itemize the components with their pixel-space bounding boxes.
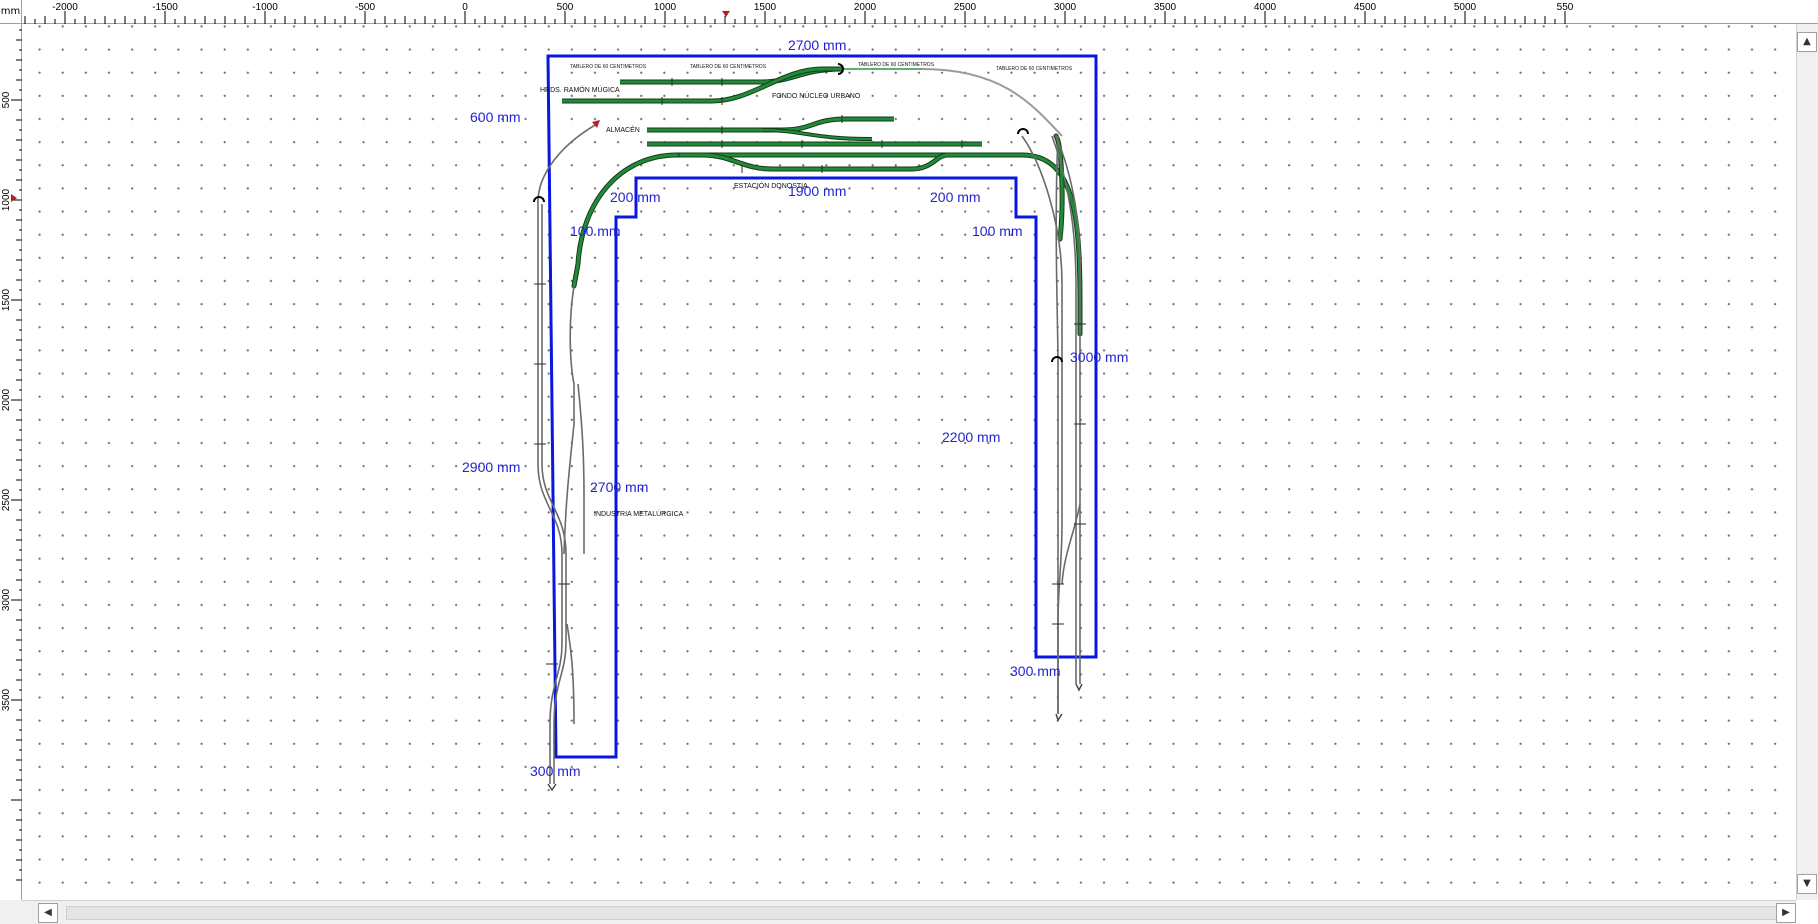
ruler-left-label: 2000	[1, 388, 12, 411]
dim-left-top: 600 mm	[470, 109, 521, 125]
triangle-down-icon: ▼	[1803, 878, 1811, 889]
ruler-top-label: 4000	[1254, 2, 1277, 13]
right-branch-tracks[interactable]	[1021, 135, 1082, 714]
dim-inner-left-height: 2700 mm	[590, 479, 648, 495]
ruler-top-label: 3500	[1154, 2, 1177, 13]
station-yard-tracks[interactable]	[647, 116, 982, 172]
scroll-right-button[interactable]: ▶	[1776, 903, 1796, 923]
track-layout-drawing[interactable]: 2700 mm 600 mm 1900 mm 200 mm 200 mm 100…	[22, 24, 1796, 900]
track-ends	[533, 63, 1083, 792]
ruler-left-label: 2500	[1, 488, 12, 511]
dim-inner-left-offset: 100 mm	[570, 223, 621, 239]
dim-inner-width: 1900 mm	[788, 183, 846, 199]
ruler-left-label: 1500	[1, 288, 12, 311]
horizontal-ruler[interactable]: -2000 -1500 -1000 -500 0 500 1000 1500 2000 2500 3…	[22, 0, 1818, 24]
horizontal-scrollbar[interactable]: ◀ ▶	[22, 900, 1796, 924]
vertical-scrollbar[interactable]: ▲ ▼	[1796, 24, 1818, 900]
ruler-top-label: 3000	[1054, 2, 1077, 13]
cursor-marker-icon	[11, 194, 17, 202]
ruler-top-label: -2000	[52, 2, 78, 13]
cursor-marker-icon	[722, 11, 730, 17]
dim-left-height: 2900 mm	[462, 459, 520, 475]
label-fondo: FONDO NÚCLEO URBANO	[772, 91, 861, 100]
scroll-up-button[interactable]: ▲	[1797, 32, 1817, 52]
triangle-up-icon: ▲	[1803, 36, 1811, 47]
ruler-top-label: -500	[355, 2, 375, 13]
dim-right-height: 3000 mm	[1070, 349, 1128, 365]
dimension-labels: 2700 mm 600 mm 1900 mm 200 mm 200 mm 100…	[462, 37, 1128, 779]
scrollbar-corner	[0, 900, 22, 924]
ruler-top-label: 550	[1557, 2, 1574, 13]
label-board-4: TABLERO DE 60 CENTIMETROS	[996, 66, 1073, 72]
baseboard-outline	[546, 54, 1098, 759]
label-hermanos: HRDS. RAMÓN MÚGICA	[540, 85, 620, 94]
ruler-top-label: 5000	[1454, 2, 1477, 13]
dim-inner-left-step: 200 mm	[610, 189, 661, 205]
dim-inner-right-offset: 100 mm	[972, 223, 1023, 239]
horizontal-ruler-scale: -2000 -1500 -1000 -500 0 500 1000 1500 2000 2500 3…	[24, 2, 1574, 24]
ruler-top-label: -1000	[252, 2, 278, 13]
scroll-down-button[interactable]: ▼	[1797, 874, 1817, 894]
ruler-left-label: 3500	[1, 688, 12, 711]
layout-canvas[interactable]: 2700 mm 600 mm 1900 mm 200 mm 200 mm 100…	[22, 24, 1796, 900]
left-branch-tracks[interactable]	[537, 123, 598, 784]
dim-top-width: 2700 mm	[788, 37, 846, 53]
label-board-1: TABLERO DE 60 CENTIMETROS	[570, 64, 647, 70]
ruler-top-label: 500	[557, 2, 574, 13]
dim-inner-right-step: 200 mm	[930, 189, 981, 205]
horizontal-scroll-thumb[interactable]	[66, 906, 1796, 920]
ruler-top-label: 2000	[854, 2, 877, 13]
triangle-left-icon: ◀	[44, 907, 52, 918]
vertical-ruler[interactable]: 500 1000 1500 2000 2500 3000 3500	[0, 24, 22, 900]
vertical-ruler-scale: 500 1000 1500 2000 2500 3000 3500	[1, 29, 22, 881]
upper-sidings[interactable]	[562, 66, 1063, 137]
ruler-unit-corner: mm	[0, 0, 22, 24]
dim-inner-right-height: 2200 mm	[942, 429, 1000, 445]
label-estacion: ESTACIÓN DONOSTIA	[734, 181, 808, 190]
label-board-3: TABLERO DE 60 CENTIMETROS	[858, 62, 935, 68]
track-sleepers	[534, 78, 1086, 665]
ruler-top-label: 2500	[954, 2, 977, 13]
label-almacen: ALMACÉN	[606, 125, 640, 134]
label-board-2: TABLERO DE 60 CENTIMETROS	[690, 64, 767, 70]
ruler-left-label: 500	[1, 91, 12, 108]
ruler-top-label: 1000	[654, 2, 677, 13]
ruler-top-label: 0	[462, 2, 468, 13]
scene-labels: TABLERO DE 60 CENTIMETROS TABLERO DE 60 …	[540, 62, 1073, 518]
dim-right-bottom-width: 300 mm	[1010, 663, 1061, 679]
dim-left-bottom-width: 300 mm	[530, 763, 581, 779]
ruler-left-label: 1000	[1, 188, 12, 211]
ruler-left-label: 3000	[1, 588, 12, 611]
ruler-top-label: 1500	[754, 2, 777, 13]
scroll-left-button[interactable]: ◀	[38, 903, 58, 923]
triangle-right-icon: ▶	[1782, 907, 1790, 918]
label-industria: INDUSTRIA METALÚRGICA	[594, 509, 684, 518]
ruler-top-label: 4500	[1354, 2, 1377, 13]
ruler-top-label: -1500	[152, 2, 178, 13]
